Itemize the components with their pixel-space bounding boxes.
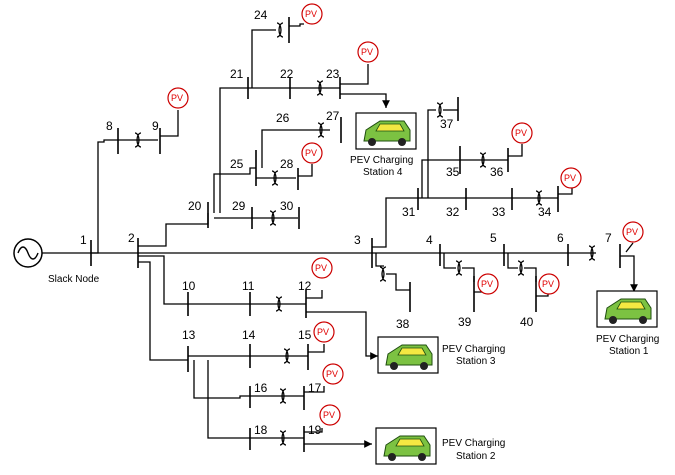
svg-text:PV: PV <box>542 279 554 289</box>
pv-icon: PV <box>313 321 335 343</box>
svg-text:PV: PV <box>564 173 576 183</box>
station-label-line2: Station 3 <box>456 356 496 367</box>
station-label-line2: Station 4 <box>363 167 403 178</box>
bus-label: 24 <box>254 8 268 22</box>
bus-label: 29 <box>232 199 246 213</box>
bus-label: 27 <box>326 109 340 123</box>
pv-markers: PV PV PV PV PV PV PV PV PV PV PV PV PV <box>167 3 644 426</box>
bus-label: 15 <box>298 328 312 342</box>
pv-icon: PV <box>322 363 344 385</box>
svg-text:PV: PV <box>626 227 638 237</box>
bus-label: 4 <box>426 233 433 247</box>
bus-label: 6 <box>557 231 564 245</box>
svg-text:PV: PV <box>361 47 373 57</box>
station-label-line1: PEV Charging <box>442 344 505 355</box>
bus-label: 37 <box>440 117 454 131</box>
station-label-line2: Station 2 <box>456 451 496 462</box>
bus-label: 5 <box>490 231 497 245</box>
pv-icon: PV <box>622 221 644 243</box>
bus-label: 18 <box>254 423 268 437</box>
bus-label: 36 <box>490 165 504 179</box>
bus-label: 16 <box>254 381 268 395</box>
bus-label: 34 <box>538 205 552 219</box>
bus-label: 3 <box>354 233 361 247</box>
station-label-line1: PEV Charging <box>350 155 413 166</box>
bus-label: 26 <box>276 111 290 125</box>
car-icon <box>604 298 652 324</box>
pv-icon: PV <box>511 122 533 144</box>
pv-icon: PV <box>311 257 333 279</box>
station-label-line1: PEV Charging <box>596 334 659 345</box>
pv-icon: PV <box>538 273 560 295</box>
bus-label: 30 <box>280 199 294 213</box>
ac-source-icon <box>13 238 43 268</box>
bus-label: 12 <box>298 279 312 293</box>
bus-label: 7 <box>605 231 612 245</box>
svg-text:PV: PV <box>305 148 317 158</box>
bus-labels: 1 2 3 4 5 6 7 8 9 10 11 12 13 14 15 16 1… <box>80 8 612 437</box>
car-icon <box>363 120 411 146</box>
svg-text:PV: PV <box>171 93 183 103</box>
station-3: PEV Charging Station 3 <box>377 336 505 374</box>
bus-label: 28 <box>280 157 294 171</box>
bus-label: 39 <box>458 315 472 329</box>
bus-label: 23 <box>326 67 340 81</box>
bus-label: 31 <box>402 205 416 219</box>
station-2: PEV Charging Station 2 <box>375 427 505 465</box>
bus-label: 22 <box>280 67 294 81</box>
pv-icon: PV <box>477 273 499 295</box>
bus-label: 32 <box>446 205 460 219</box>
bus-label: 17 <box>308 381 322 395</box>
pv-icon: PV <box>301 142 323 164</box>
svg-text:PV: PV <box>323 410 335 420</box>
svg-text:PV: PV <box>317 327 329 337</box>
bus-label: 10 <box>182 279 196 293</box>
svg-text:PV: PV <box>326 369 338 379</box>
bus-label: 2 <box>128 231 135 245</box>
bus-label: 21 <box>230 67 244 81</box>
pv-icon: PV <box>167 87 189 109</box>
pv-icon: PV <box>560 167 582 189</box>
svg-text:PV: PV <box>305 9 317 19</box>
car-icon <box>383 435 431 461</box>
pv-icon: PV <box>301 3 323 25</box>
svg-text:PV: PV <box>315 263 327 273</box>
bus-label: 25 <box>230 157 244 171</box>
slack-node-label: Slack Node <box>48 274 100 285</box>
bus-label: 40 <box>520 315 534 329</box>
car-icon <box>385 344 433 370</box>
bus-label: 38 <box>396 317 410 331</box>
bus-label: 19 <box>308 423 322 437</box>
station-label-line2: Station 1 <box>609 346 649 357</box>
bus-label: 33 <box>492 205 506 219</box>
bus-label: 1 <box>80 233 87 247</box>
pv-icon: PV <box>357 41 379 63</box>
bus-label: 13 <box>182 328 196 342</box>
bus-label: 11 <box>242 279 255 293</box>
bus-label: 20 <box>188 199 202 213</box>
station-1: PEV Charging Station 1 <box>596 290 659 357</box>
svg-text:PV: PV <box>481 279 493 289</box>
bus-label: 8 <box>106 119 113 133</box>
pv-icon: PV <box>319 404 341 426</box>
station-label-line1: PEV Charging <box>442 438 505 449</box>
svg-text:PV: PV <box>515 128 527 138</box>
bus-label: 14 <box>242 328 256 342</box>
station-4: PEV Charging Station 4 <box>350 112 417 178</box>
bus-label: 9 <box>152 119 159 133</box>
bus-label: 35 <box>446 165 460 179</box>
